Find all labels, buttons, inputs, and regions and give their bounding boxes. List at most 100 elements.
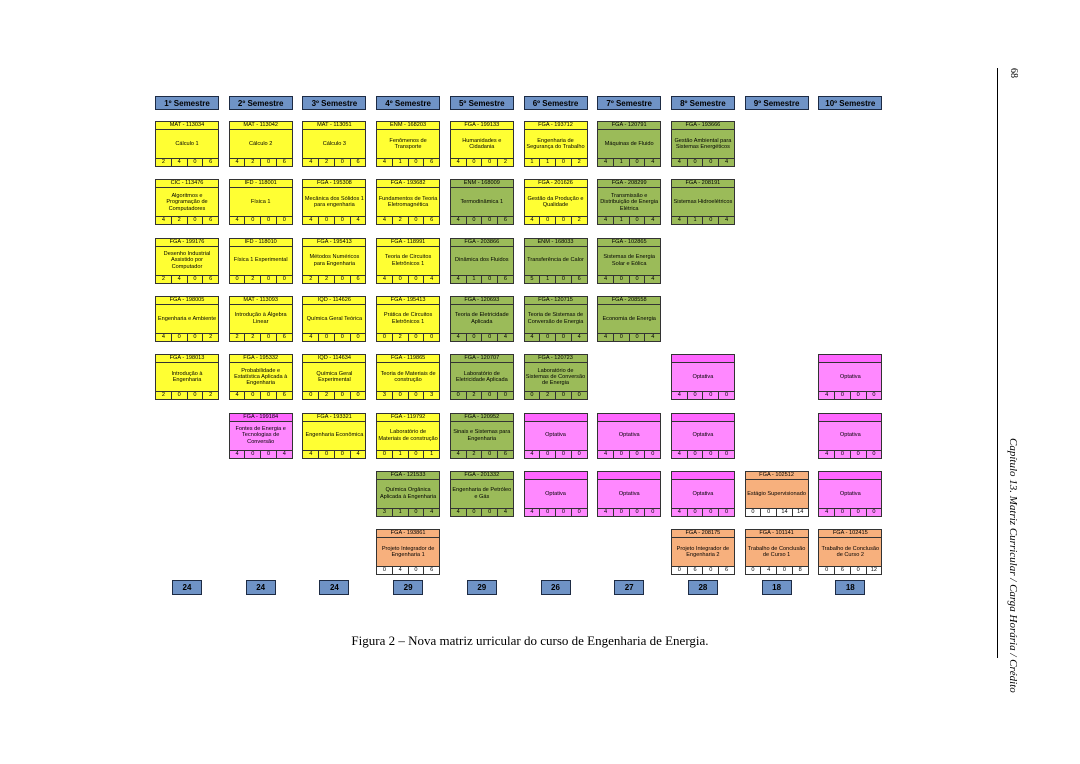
credit-hour-cell: 1 [393,450,409,458]
credit-hour-cell: 0 [319,333,335,341]
course-name: Transferência de Calor [527,257,584,264]
credit-hour-cell: 4 [451,159,467,166]
course-name: Optativa [839,490,861,497]
credit-hour-cell: 0 [703,450,720,458]
semester-total-10: 18 [835,580,866,595]
credit-hour-cell: 0 [261,450,277,458]
credit-hour-cell: 2 [319,159,335,166]
credit-hour-cell: 4 [672,217,688,225]
course-code: MAT - 113093 [229,297,292,305]
credit-hour-cell: 4 [598,275,614,283]
credit-hour-cell: 14 [797,508,804,515]
course-name: Economia de Energia [602,315,656,322]
course-name: Optativa [545,432,566,439]
credit-hour-cell: 0 [409,392,425,400]
course-name: Transmissão e Distribuição de Energia El… [600,192,659,212]
course-code: MAT - 113042 [229,122,292,130]
credit-hour-cell: 0 [261,217,277,225]
semester-total-2: 24 [245,580,276,595]
course-name: Optativa [692,432,714,439]
course-code: FGA - 120791 [598,122,661,130]
course-name: Química Orgânica Aplicada à Engenharia [379,487,437,500]
course-name: Teoria de Eletricidade Aplicada [454,312,509,325]
credit-hour-cell: 2 [393,217,409,225]
credit-hour-cell: 0 [777,567,793,575]
credit-hour-cell: 0 [614,508,630,516]
credit-hour-cell: 0 [746,567,762,575]
credit-hour-cell: 0 [556,508,572,516]
credit-hour-cell: 0 [245,450,262,458]
credit-hour-cell: 0 [540,508,556,516]
credit-hour-cell: 0 [614,450,630,458]
course-name: Termodinâmica 1 [460,199,504,206]
credit-hour-cell: 0 [335,275,351,283]
credit-hour-cell: 2 [230,333,246,341]
credit-hour-cell: 6 [430,159,434,165]
credit-hour-cell: 4 [525,508,541,516]
credit-hour-cell: 4 [451,333,467,341]
credit-hour-cell: 4 [172,159,188,166]
credit-hour-cell: 6 [209,159,213,165]
credit-hour-cell: 1 [467,275,483,283]
course-name: Teoria de Sistemas de Conversão de Energ… [527,312,584,325]
credit-hour-cell: 1 [430,450,434,457]
credit-hour-cell: 0 [703,217,720,225]
credit-hour-cell: 0 [467,333,483,341]
credit-hour-cell: 2 [319,392,335,400]
course-code: FGA - 195413 [303,239,366,247]
course-name: Introdução à Álgebra Linear [234,312,287,325]
credit-hour-cell: 0 [261,275,277,283]
credit-hour-cell: 3 [377,392,393,400]
credit-hour-cell: 0 [188,275,204,283]
credit-hour-cell: 2 [303,275,320,283]
credit-hour-cell: 6 [430,217,434,224]
credit-hour-cell: 5 [525,275,541,283]
credit-hour-cell: 0 [703,567,720,575]
course-code: FGA - 208175 [671,530,734,539]
course-code [819,413,882,422]
credit-hour-cell: 14 [777,508,793,516]
credit-hour-cell: 4 [451,508,467,516]
credit-hour-cell: 0 [245,217,262,225]
course-code: FGA - 208191 [671,180,734,189]
credit-hour-cell: 4 [172,275,188,283]
credit-hour-cell: 0 [872,508,876,515]
credit-hour-cell: 4 [598,159,614,166]
credit-hour-cell: 0 [172,333,188,341]
course-name: Optativa [839,373,861,380]
semester-header-5: 5º Semestre [449,96,514,110]
credit-hour-cell: 0 [467,217,483,225]
course-name: Cálculo 3 [322,140,347,147]
course-name: Laboratório de Materiais de construção [378,429,438,442]
course-name: Cálculo 2 [249,140,273,147]
course-name: Algoritmos e Programação de Computadores [166,192,208,212]
credit-hour-cell: 4 [503,508,507,515]
course-code: FGA - 120723 [524,355,587,364]
credit-hour-cell: 4 [761,567,778,575]
credit-hour-cell: 4 [430,508,434,515]
